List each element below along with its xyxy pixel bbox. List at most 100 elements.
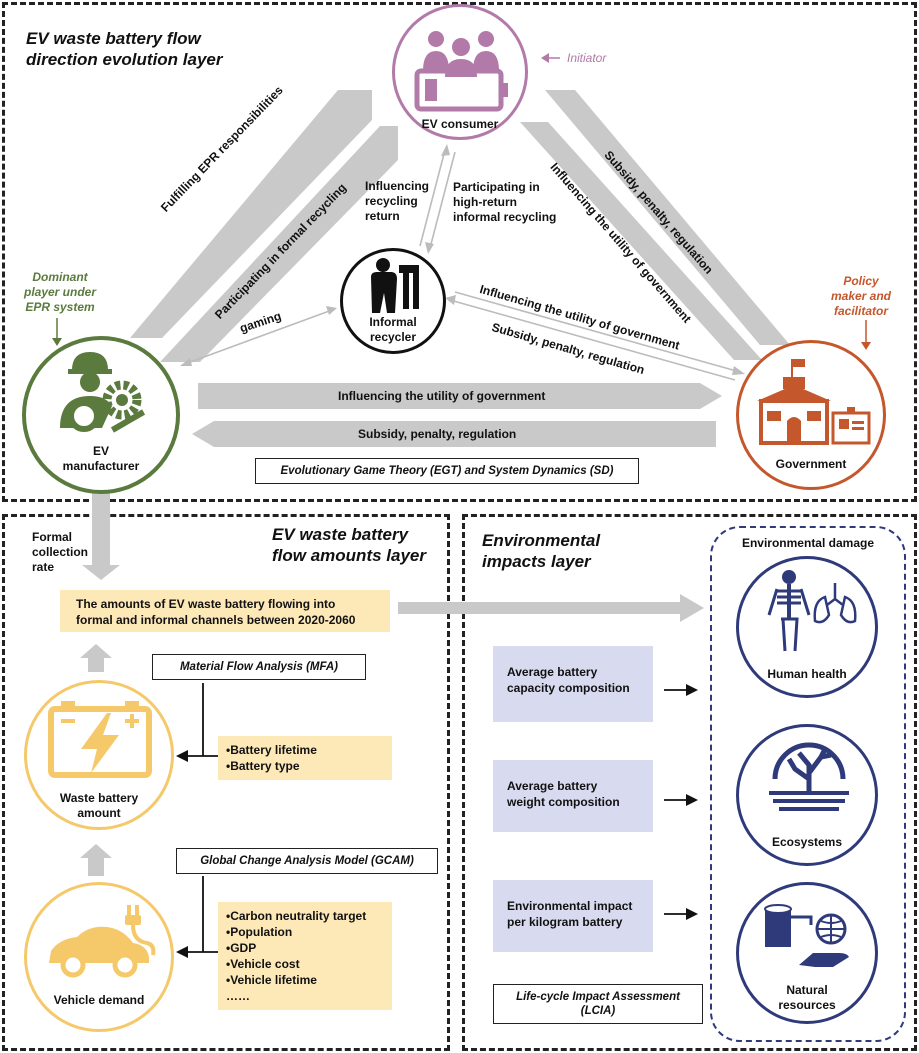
waste-battery-line2: amount (77, 806, 121, 820)
amounts-layer-title-line2: flow amounts layer (272, 546, 426, 565)
recycler-label-line2: recycler (369, 330, 417, 344)
amounts-layer-title: EV waste battery flow amounts layer (272, 524, 426, 566)
consumer-node: EV consumer (392, 4, 528, 140)
weight-composition-box: Average battery weight composition (493, 760, 653, 832)
label-influencing-return-line2: recycling (365, 194, 418, 208)
env-layer-title-line2: impacts layer (482, 552, 591, 571)
government-label: Government (775, 457, 847, 471)
capacity-composition-box: Average battery capacity composition (493, 646, 653, 722)
label-gov-subsidy-manufacturer: Subsidy, penalty, regulation (358, 427, 517, 441)
gcam-method-box: Global Change Analysis Model (GCAM) (176, 848, 438, 874)
arrow-vehicle-to-waste (80, 844, 112, 876)
arrow-amounts-to-damage (398, 594, 704, 622)
vehicle-factor: •GDP (226, 941, 257, 955)
consumer-role: Initiator (567, 51, 607, 65)
lcia-method-box: Life-cycle Impact Assessment (LCIA) (493, 984, 703, 1024)
weight-line1: Average battery (507, 779, 598, 793)
formal-collection-line3: rate (32, 560, 55, 574)
manufacturer-icon (60, 352, 146, 433)
waste-battery-line1: Waste battery (59, 791, 139, 805)
manufacturer-label: EV manufacturer (26, 444, 176, 474)
battery-bolt-icon (48, 701, 152, 778)
waste-battery-node: Waste battery amount (24, 680, 174, 830)
arrow-formal-collection (82, 482, 120, 580)
recycler-label: Informal recycler (343, 315, 443, 345)
environmental-damage-panel (710, 526, 906, 1042)
manufacturer-node: EV manufacturer (22, 336, 180, 494)
label-manufacturer-influencing-gov: Influencing the utility of government (338, 389, 546, 403)
natural-resources-label: Natural resources (739, 983, 875, 1013)
label-influencing-return-line1: Influencing (365, 179, 429, 193)
ecosystems-label: Ecosystems (771, 835, 843, 849)
vehicle-factor: •Carbon neutrality target (226, 909, 367, 923)
environmental-damage-title: Environmental damage (741, 536, 875, 550)
per-kg-line1: Environmental impact (507, 899, 633, 913)
natural-resources-line2: resources (778, 998, 836, 1012)
vehicle-factor: •Vehicle lifetime (226, 973, 317, 987)
waste-battery-label: Waste battery amount (27, 791, 171, 821)
arrow-manufacturer-to-gov (198, 383, 722, 409)
egt-sd-method-box: Evolutionary Game Theory (EGT) and Syste… (255, 458, 639, 484)
dead-tree-icon (769, 742, 849, 811)
arrow-gov-subsidy-consumer (545, 90, 790, 345)
government-icon (757, 359, 871, 445)
direction-layer-title-line1: EV waste battery flow (26, 29, 201, 48)
manufacturer-role: Dominant player under EPR system (18, 270, 102, 315)
arrow-participating-formal (160, 126, 398, 362)
flow-amounts-line1: The amounts of EV waste battery flowing … (76, 597, 336, 611)
flow-amounts-box: The amounts of EV waste battery flowing … (60, 590, 390, 632)
manufacturer-label-line1: EV (92, 444, 109, 458)
label-high-return: Participating in high-return informal re… (453, 180, 556, 225)
amounts-layer-title-line1: EV waste battery (272, 525, 409, 544)
government-node: Government (736, 340, 886, 490)
human-health-node: Human health (736, 556, 878, 698)
government-role-line2: maker and (830, 289, 892, 303)
recycler-node: Informal recycler (340, 248, 446, 354)
battery-factor: •Battery lifetime (226, 743, 317, 757)
lcia-line2: (LCIA) (580, 1005, 616, 1017)
formal-collection-line1: Formal (32, 530, 73, 544)
manufacturer-role-line1: Dominant (32, 270, 88, 284)
label-influencing-return-line3: return (365, 209, 400, 223)
flow-amounts-layer (2, 514, 450, 1051)
flow-amounts-line2: formal and informal channels between 202… (76, 613, 356, 627)
env-layer-title-line1: Environmental (482, 531, 601, 550)
lcia-line1: Life-cycle Impact Assessment (516, 991, 680, 1003)
manufacturer-role-line2: player under (23, 285, 97, 299)
arrow-gov-to-manufacturer (192, 421, 716, 447)
direction-layer-title: EV waste battery flow direction evolutio… (26, 28, 223, 70)
env-layer-title: Environmental impacts layer (482, 530, 600, 572)
formal-collection-label: Formal collection rate (32, 530, 88, 575)
direction-evolution-layer (2, 2, 917, 502)
vehicle-demand-label: Vehicle demand (53, 993, 145, 1007)
natural-resources-line1: Natural (786, 983, 828, 997)
government-role-line1: Policy (843, 274, 879, 288)
arrow-waste-to-amounts (80, 644, 112, 672)
formal-collection-line2: collection (32, 545, 89, 559)
capacity-line1: Average battery (507, 665, 598, 679)
skeleton-lungs-icon (767, 570, 857, 652)
manufacturer-role-line3: EPR system (25, 300, 95, 314)
label-influencing-return: Influencing recycling return (365, 179, 429, 224)
per-kg-line2: per kilogram battery (507, 915, 623, 929)
consumer-icon (414, 31, 508, 112)
arrow-fulfilling-epr (130, 90, 372, 338)
consumer-label: EV consumer (421, 117, 499, 131)
direction-layer-title-line2: direction evolution layer (26, 50, 223, 69)
manufacturer-label-line2: manufacturer (62, 459, 140, 473)
recycler-label-line1: Informal (369, 315, 417, 329)
vehicle-demand-node: Vehicle demand (24, 882, 174, 1032)
human-health-label: Human health (767, 667, 847, 681)
label-high-return-line1: Participating in (453, 180, 540, 194)
environmental-impacts-layer (462, 514, 917, 1051)
ecosystems-node: Ecosystems (736, 724, 878, 866)
label-high-return-line2: high-return (453, 195, 517, 209)
vehicle-factor: •Population (226, 925, 293, 939)
vehicle-factor: …… (226, 989, 250, 1003)
label-high-return-line3: informal recycling (453, 210, 557, 224)
vehicle-factors-box: •Carbon neutrality target •Population •G… (218, 902, 392, 1010)
government-role-line3: facilitator (833, 304, 888, 318)
government-role: Policy maker and facilitator (816, 274, 906, 319)
impact-per-kg-box: Environmental impact per kilogram batter… (493, 880, 653, 952)
